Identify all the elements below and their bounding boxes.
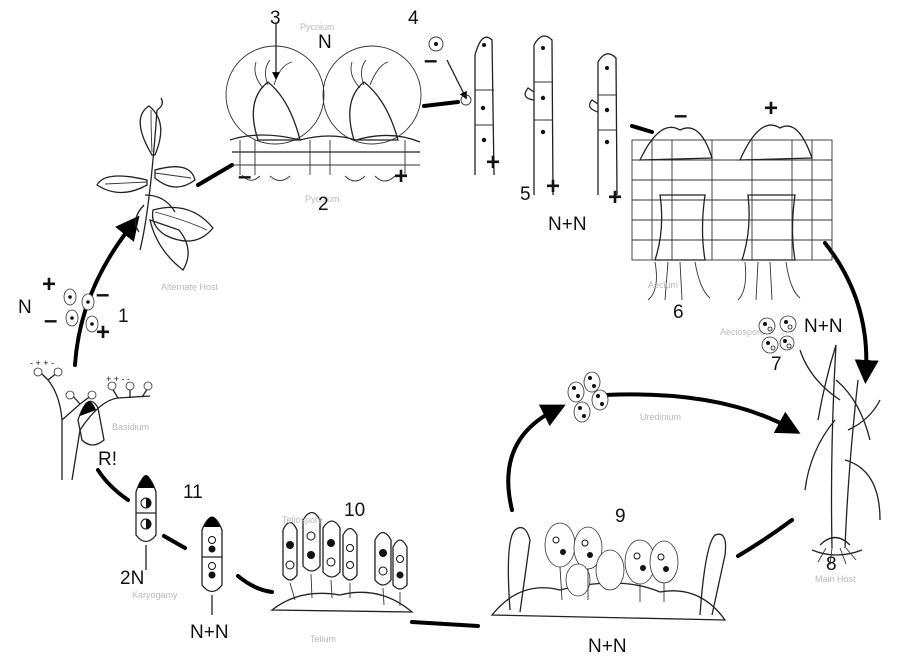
connector-uredinium-to-telium: [410, 620, 480, 628]
connector-pycnium-to-hyphae: [422, 100, 460, 108]
stage-number-7: 7: [771, 354, 782, 375]
ploidy-diploid: 2N: [120, 568, 144, 589]
uredospores-loop-illustration: [567, 371, 609, 423]
connector-leaf-to-pycnium: [196, 163, 234, 187]
faint-label-karyogamy: Karyogamy: [132, 590, 178, 600]
cycle-connectors: [73, 100, 879, 628]
sign-plus-hypha-3: +: [608, 184, 622, 211]
faint-label-teliospore: Teliospore: [282, 515, 323, 525]
sign-minus-aecium: –: [674, 102, 687, 129]
main-host-grass-illustration: Main Host: [799, 344, 881, 584]
stage-number-9: 9: [615, 506, 626, 527]
basidiospores-illustration: [63, 288, 99, 333]
stage-number-labels: 1 2 3 4 5 6 7 8 9 10 11: [118, 8, 837, 575]
meiosis-label: R!: [98, 449, 117, 470]
connector-uredo-loop-out: [506, 404, 566, 512]
connector-hyphae-to-aecium: [630, 124, 654, 134]
ploidy-teliospore: N+N: [190, 622, 229, 643]
faint-label-pycnium: Pycnium: [305, 194, 340, 204]
faint-label-alternate-host: Alternate Host: [161, 282, 219, 292]
connector-uredo-loop-in: [603, 392, 801, 434]
basidium-tiny-sign: - + + -: [30, 358, 54, 368]
stage-number-6: 6: [673, 302, 684, 323]
stage-number-8: 8: [826, 554, 837, 575]
stage-number-10: 10: [344, 500, 365, 521]
sign-plus-pycnium: +: [394, 163, 408, 190]
ploidy-aeciospores: N+N: [804, 316, 843, 337]
aeciospores-illustration: [758, 315, 797, 354]
ploidy-basidiospores: N: [18, 297, 32, 318]
mating-type-signs: + – – + – + – + + + – +: [42, 47, 778, 346]
ploidy-fertilization: N+N: [548, 214, 587, 235]
ploidy-uredinium: N+N: [588, 636, 627, 657]
sign-minus-basidio-2: –: [44, 307, 57, 334]
hyphae-fusion-illustration: [428, 35, 618, 196]
sign-minus-pycnium: –: [238, 163, 251, 190]
sign-plus-aecium: +: [764, 95, 778, 122]
stage-number-4: 4: [408, 8, 419, 29]
ploidy-pycnium: N: [318, 32, 332, 53]
faint-label-basidium: Basidium: [112, 422, 149, 432]
basidium-illustration: - + + - + + - - Basidium: [30, 358, 153, 481]
alternate-host-leaf-illustration: Alternate Host: [96, 97, 219, 292]
faint-label-aeciospore: Aeciospore: [720, 327, 765, 337]
stage-number-11: 11: [183, 482, 203, 503]
faint-label-uredinium: Uredinium: [640, 412, 681, 422]
sign-plus-hypha-1: +: [486, 149, 500, 176]
faint-label-pycnium-top: Pycnium: [300, 22, 335, 32]
stage-number-5: 5: [520, 184, 531, 205]
sign-minus-spermatium: –: [424, 47, 437, 74]
connector-grass-to-uredinium: [736, 518, 794, 558]
ploidy-labels: N N N+N N+N N+N N+N 2N R!: [18, 32, 843, 657]
connector-aecium-to-grass: [823, 241, 879, 384]
telium-illustration: Teliospore Telium: [270, 511, 414, 644]
faint-label-main-host: Main Host: [815, 574, 856, 584]
sign-plus-basidio-1: +: [42, 271, 56, 298]
stage-number-3: 3: [270, 8, 281, 29]
faint-label-aecium: Aecium: [648, 280, 678, 290]
teliospore-karyogamy-illustration: Karyogamy: [132, 475, 223, 615]
connector-spores-to-leaf: [73, 215, 140, 367]
stage-number-2: 2: [318, 194, 329, 215]
connector-karyogamy-to-basidium: [96, 468, 130, 502]
connector-telium-to-teliospore: [236, 574, 274, 594]
sign-plus-hypha-2: +: [546, 173, 560, 200]
aecium-illustration: Aecium Aeciospore: [631, 124, 833, 337]
sign-plus-basidio-2: +: [96, 319, 110, 346]
pycnium-illustration: Pycnium Pycnium: [225, 22, 422, 204]
connector-teliospore-to-karyogamy: [162, 534, 187, 550]
basidium-tiny-sign-2: + + - -: [106, 374, 130, 384]
uredinium-illustration: Uredinium: [490, 412, 727, 621]
faint-label-telium: Telium: [310, 634, 336, 644]
stage-number-1: 1: [118, 306, 129, 327]
sign-minus-basidio-1: –: [96, 281, 109, 308]
